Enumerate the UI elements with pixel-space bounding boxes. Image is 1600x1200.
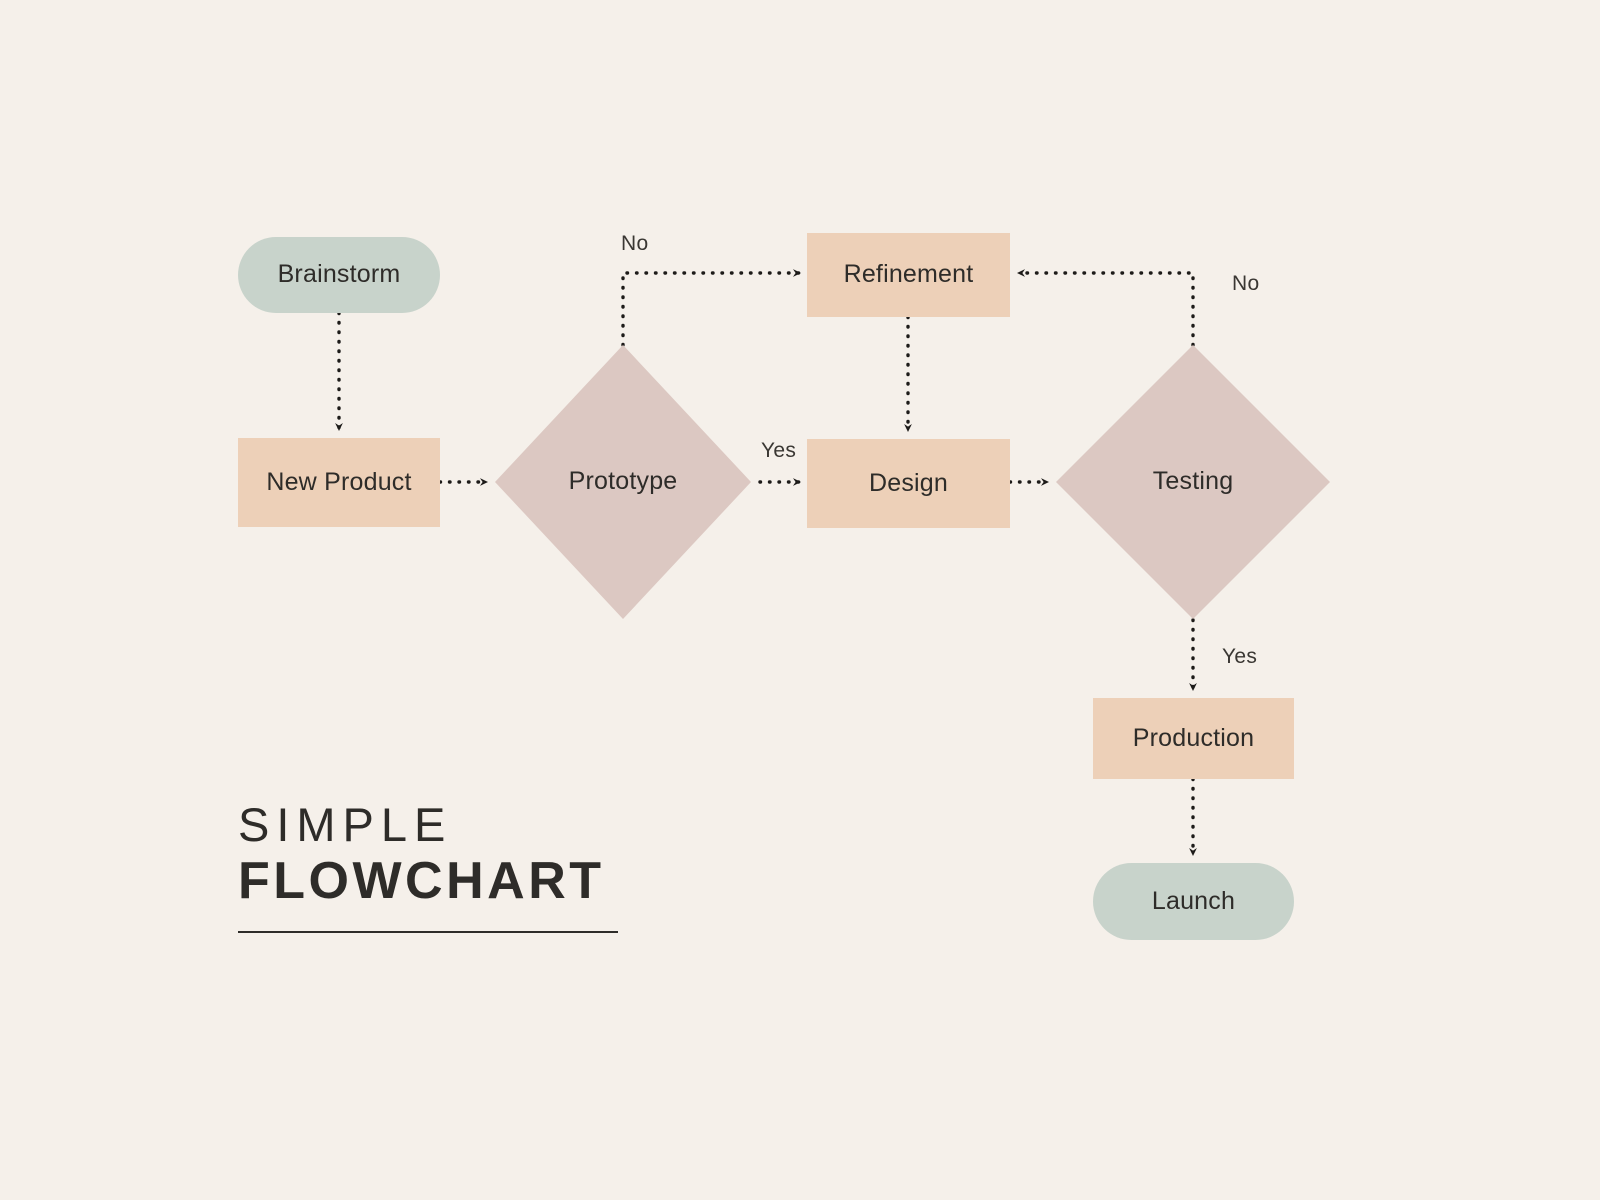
title-block: SIMPLE FLOWCHART (238, 800, 658, 933)
flow-node-label-brainstorm: Brainstorm (277, 260, 401, 289)
page-title-line-2: FLOWCHART (238, 852, 605, 911)
edge-label-yes-prototype: Yes (761, 439, 797, 462)
connector-testing-no-to-refinement (1016, 269, 1195, 347)
flow-node-label-testing: Testing (1152, 467, 1234, 496)
flow-node-refinement[interactable]: Refinement (807, 233, 1010, 317)
flow-node-label-prototype: Prototype (568, 467, 678, 496)
edge-label-no-testing: No (1232, 272, 1260, 295)
flow-node-testing[interactable]: Testing (1056, 345, 1330, 619)
connector-prototype-no-to-refinement (621, 269, 802, 347)
flow-node-label-production: Production (1132, 723, 1255, 752)
edge-label-no-prototype: No (621, 232, 649, 255)
flow-node-label-launch: Launch (1151, 886, 1236, 915)
flow-node-design[interactable]: Design (807, 439, 1010, 528)
flow-node-label-design: Design (868, 468, 949, 497)
title-divider (238, 930, 618, 933)
flow-node-label-refinement: Refinement (843, 260, 974, 289)
edge-label-yes-testing: Yes (1222, 645, 1258, 668)
flow-node-prototype[interactable]: Prototype (495, 345, 751, 619)
flow-node-label-new-product: New Product (266, 467, 412, 496)
page-title-line-1: SIMPLE (238, 798, 453, 851)
flow-node-production[interactable]: Production (1093, 698, 1294, 779)
flow-node-new-product[interactable]: New Product (238, 438, 440, 527)
flow-node-launch[interactable]: Launch (1093, 863, 1294, 940)
flow-node-brainstorm[interactable]: Brainstorm (238, 237, 440, 313)
